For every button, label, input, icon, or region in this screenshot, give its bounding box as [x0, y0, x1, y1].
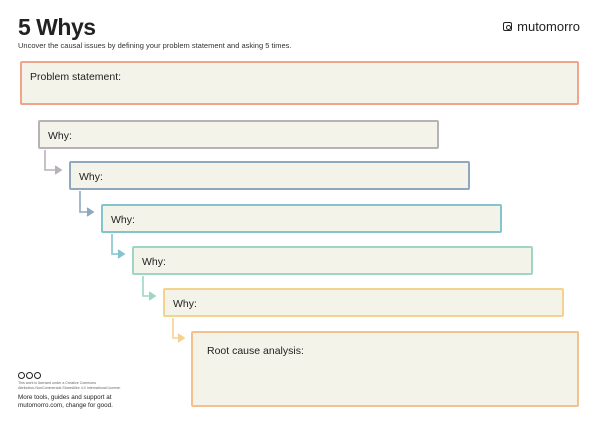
camera-logo-icon: [503, 22, 513, 31]
why-box-5[interactable]: Why:: [163, 288, 564, 317]
problem-statement-label: Problem statement:: [30, 71, 122, 83]
root-cause-label: Root cause analysis:: [207, 345, 304, 357]
why-box-2[interactable]: Why:: [69, 161, 470, 190]
page-subtitle: Uncover the causal issues by defining yo…: [18, 41, 292, 50]
support-line-2: mutomorro.com, change for good.: [18, 402, 113, 409]
support-line-1: More tools, guides and support at: [18, 394, 112, 401]
why-box-3[interactable]: Why:: [101, 204, 502, 233]
support-text: More tools, guides and support at mutomo…: [18, 394, 138, 410]
why-box-4[interactable]: Why:: [132, 246, 533, 275]
noncommercial-icon: [34, 372, 41, 379]
arrow-why3-to-why4: [111, 234, 126, 259]
license-text: This work is licensed under a Creative C…: [18, 381, 128, 390]
license-badges[interactable]: [18, 372, 41, 379]
problem-statement-box[interactable]: Problem statement:: [20, 61, 579, 105]
arrow-why1-to-why2: [44, 150, 63, 175]
attribution-icon: [26, 372, 33, 379]
why-label-4: Why:: [142, 256, 166, 268]
why-label-1: Why:: [48, 130, 72, 142]
license-line-2: Attribution-NonCommercial-ShareAlike 4.0…: [18, 385, 121, 390]
license-line-1: This work is licensed under a Creative C…: [18, 381, 97, 385]
arrow-why4-to-why5: [142, 276, 157, 301]
root-cause-box[interactable]: Root cause analysis:: [191, 331, 579, 407]
why-label-3: Why:: [111, 214, 135, 226]
why-label-2: Why:: [79, 171, 103, 183]
brand-name: mutomorro: [517, 19, 580, 34]
why-box-1[interactable]: Why:: [38, 120, 439, 149]
arrow-why5-to-root: [172, 318, 186, 343]
creative-commons-icon: [18, 372, 25, 379]
page-title: 5 Whys: [18, 14, 96, 40]
arrow-why2-to-why3: [79, 191, 95, 217]
brand-logo: mutomorro: [503, 19, 580, 34]
why-label-5: Why:: [173, 298, 197, 310]
